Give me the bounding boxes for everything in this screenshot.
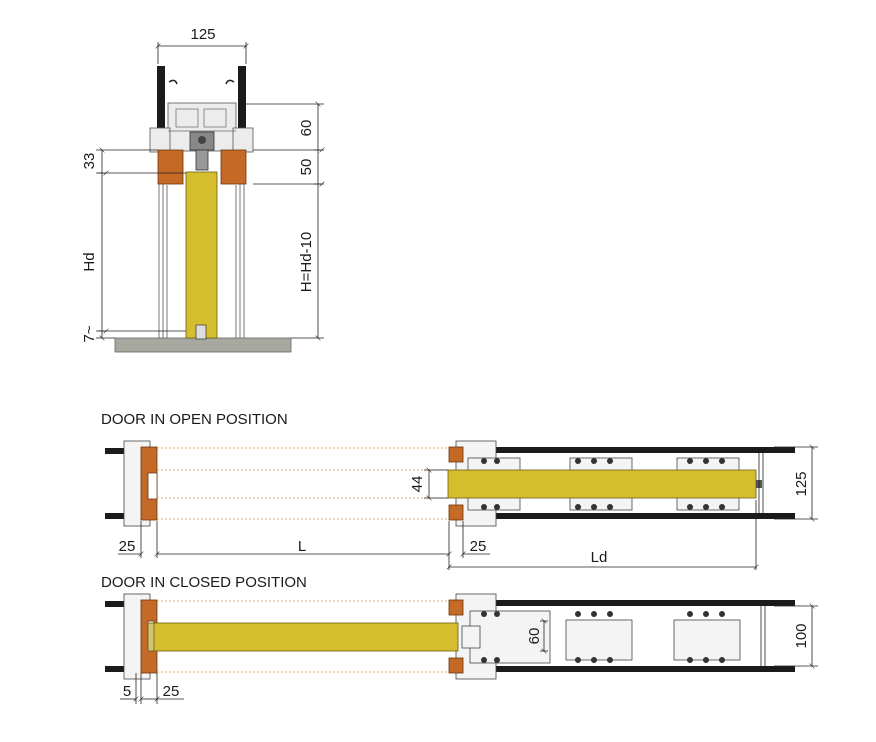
open-rollers xyxy=(481,458,725,510)
roller-dot xyxy=(607,657,613,663)
roller-dot xyxy=(687,504,693,510)
roller-dot xyxy=(481,657,487,663)
roller-dot xyxy=(481,504,487,510)
open-top-rail xyxy=(450,447,795,453)
roller-dot xyxy=(719,458,725,464)
roller-dot xyxy=(481,611,487,617)
open-bottom-rail xyxy=(450,513,795,519)
closed-stop-bottom xyxy=(448,657,464,674)
dim-closed-100-label: 100 xyxy=(793,623,810,648)
dim-left-7: 7~ xyxy=(81,325,98,342)
dim-right-50: 50 xyxy=(298,159,315,176)
closed-stop-top xyxy=(448,599,464,616)
roller-dot xyxy=(719,611,725,617)
roller-dot xyxy=(703,458,709,464)
dim-closed-100: 100 xyxy=(774,606,818,666)
right-wood-block xyxy=(220,149,247,185)
roller-dot xyxy=(591,458,597,464)
roller-dot xyxy=(494,657,500,663)
dim-open-44-label: 44 xyxy=(409,476,426,493)
dim-open-25-left: 25 xyxy=(119,538,136,555)
dim-left-hd: Hd xyxy=(81,252,98,271)
dim-left-33: 33 xyxy=(81,153,98,170)
jamb-lines xyxy=(158,146,245,338)
dim-right-60: 60 xyxy=(298,120,315,137)
roller-dot xyxy=(575,458,581,464)
roller-dot xyxy=(703,657,709,663)
track-cap-right xyxy=(232,127,254,153)
roller-dot xyxy=(575,504,581,510)
left-wood-block xyxy=(157,149,184,185)
open-position-title: DOOR IN OPEN POSITION xyxy=(101,411,288,428)
closed-position-view: 60 100 5 25 xyxy=(105,593,818,704)
track-cap-left xyxy=(149,127,171,153)
dim-closed-60: 60 xyxy=(526,621,548,651)
roller-dot xyxy=(687,458,693,464)
roller-dot xyxy=(607,504,613,510)
left-wall-upright xyxy=(157,66,165,146)
dim-open-l: L xyxy=(298,538,306,555)
dim-closed-bottom: 5 25 xyxy=(120,673,184,704)
roller-dot xyxy=(481,458,487,464)
floor-guide xyxy=(195,324,207,340)
closed-door-plate xyxy=(147,622,155,652)
roller-dot xyxy=(494,611,500,617)
roller-dot xyxy=(591,657,597,663)
roller-dot xyxy=(687,611,693,617)
closed-position-title: DOOR IN CLOSED POSITION xyxy=(101,574,307,591)
dim-open-44: 44 xyxy=(409,470,448,498)
closed-top-rail xyxy=(450,600,795,606)
roller-carriage xyxy=(189,131,215,171)
dim-right-stack: 60 50 H=Hd-10 xyxy=(246,104,324,338)
roller-dot xyxy=(494,458,500,464)
open-door-panel xyxy=(447,469,757,499)
dim-open-125: 125 xyxy=(774,447,818,519)
track-inner-lines xyxy=(168,108,236,132)
roller-dot xyxy=(687,657,693,663)
roller-dot xyxy=(703,504,709,510)
cross-section-view: 125 60 50 H=Hd-10 33 Hd 7~ xyxy=(81,26,324,353)
dim-closed-5: 5 xyxy=(123,683,131,700)
dim-top-width-label: 125 xyxy=(190,26,215,43)
roller-dot xyxy=(591,611,597,617)
roller-dot xyxy=(607,611,613,617)
closed-carriages xyxy=(461,610,741,664)
floor xyxy=(114,337,292,353)
roller-dot xyxy=(719,504,725,510)
roller-dot xyxy=(607,458,613,464)
roller-dot xyxy=(494,504,500,510)
roller-dot xyxy=(719,657,725,663)
roller-dot xyxy=(591,504,597,510)
closed-rollers xyxy=(481,611,725,663)
dim-open-ld: Ld xyxy=(591,549,608,566)
door-panel xyxy=(185,171,218,339)
open-stop-top xyxy=(448,446,464,463)
right-wall-upright xyxy=(238,66,246,146)
dim-open-bottom: 25 L 25 Ld xyxy=(118,500,756,570)
roller-dot xyxy=(575,657,581,663)
closed-door-panel xyxy=(151,622,459,652)
open-dashed-outline xyxy=(157,447,450,520)
dim-closed-25: 25 xyxy=(163,683,180,700)
dim-open-125-label: 125 xyxy=(793,471,810,496)
dim-open-25-right: 25 xyxy=(470,538,487,555)
roller-dot xyxy=(575,611,581,617)
open-stop-bottom xyxy=(448,504,464,521)
dim-left-stack: 33 Hd 7~ xyxy=(81,150,186,343)
dim-top-width: 125 xyxy=(158,26,246,64)
closed-dashed-outline xyxy=(157,600,450,673)
dim-closed-60-label: 60 xyxy=(526,628,543,645)
dim-right-h: H=Hd-10 xyxy=(298,232,315,292)
closed-bottom-rail xyxy=(450,666,795,672)
open-left-jamb xyxy=(105,440,158,527)
roller-dot xyxy=(703,611,709,617)
open-position-view: 44 125 25 L 25 Ld xyxy=(105,440,818,570)
